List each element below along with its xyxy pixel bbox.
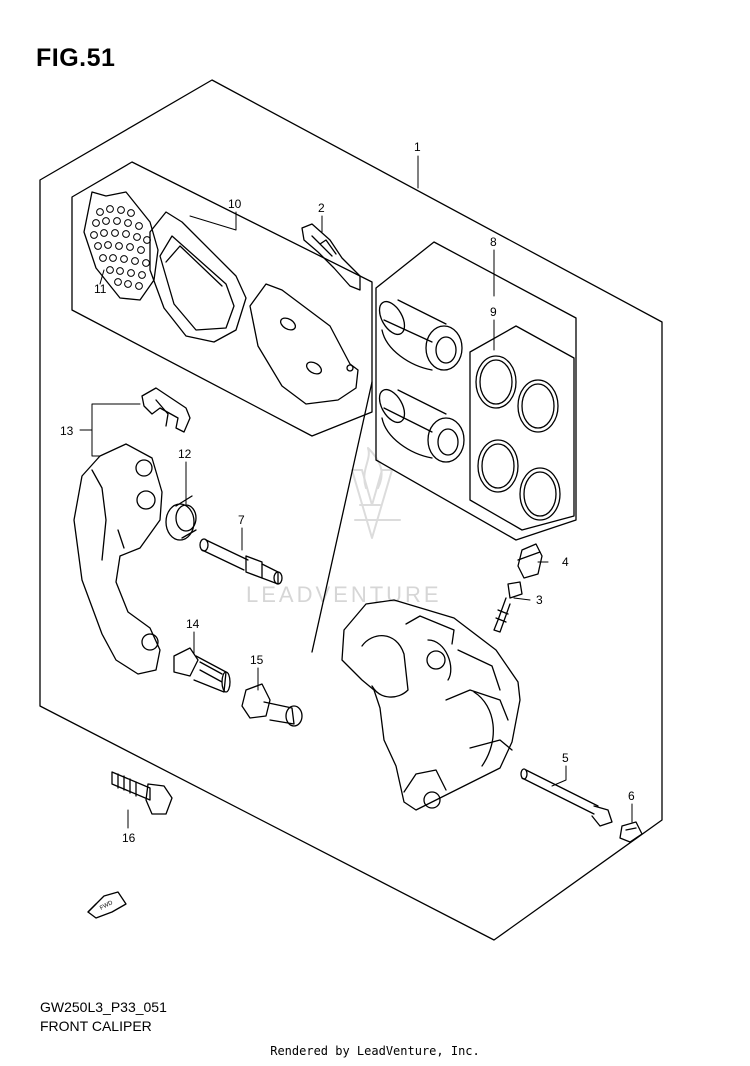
callout-11: 11: [94, 282, 107, 296]
brake-pad-back: [249, 283, 359, 405]
pad-pin: [241, 683, 303, 727]
dust-boot: [165, 495, 197, 541]
callout-7: 7: [238, 513, 245, 527]
callout-1: 1: [414, 140, 421, 154]
callout-16: 16: [122, 831, 136, 845]
piston-frame: [375, 241, 577, 541]
callout-3: 3: [536, 593, 543, 607]
callout-13: 13: [60, 424, 74, 438]
bleeder-cap: [517, 543, 543, 579]
slide-pin-long: [520, 768, 613, 827]
fwd-arrow-icon: FWD: [87, 891, 127, 919]
piston-lower: [378, 388, 465, 463]
figure-caption: FRONT CALIPER: [40, 1018, 152, 1034]
pin-plug: [173, 647, 231, 693]
callout-14: 14: [186, 617, 200, 631]
leader-lines: [79, 155, 633, 829]
figure-code: GW250L3_P33_051: [40, 999, 167, 1015]
rendered-by-footer: Rendered by LeadVenture, Inc.: [270, 1044, 480, 1058]
mounting-bolt: [111, 771, 173, 815]
callout-8: 8: [490, 235, 497, 249]
piston-upper: [378, 299, 463, 371]
callout-labels: 1 2 3 4 5 6 7 8 9 10 11 12 13 14 15 16: [60, 140, 635, 845]
callout-2: 2: [318, 201, 325, 215]
retainer-clip: [141, 387, 191, 433]
callout-9: 9: [490, 305, 497, 319]
pad-set-frame: [71, 161, 373, 437]
pad-shim: [83, 191, 159, 301]
figure-title: FIG.51: [36, 44, 116, 72]
pad-spring: [301, 223, 361, 291]
callout-10: 10: [228, 197, 242, 211]
caliper-body: [341, 599, 521, 811]
watermark-text: LEADVENTURE: [246, 582, 442, 607]
bleeder-valve: [493, 581, 523, 633]
callout-5: 5: [562, 751, 569, 765]
leader-caliper: [311, 381, 373, 653]
piston-seals: [475, 355, 561, 521]
slide-pin: [199, 538, 283, 585]
brake-pad-front: [149, 211, 247, 343]
caliper-bracket: [73, 443, 163, 675]
assembly-frame: [39, 79, 663, 941]
retaining-nut: [619, 821, 643, 843]
seal-frame: [469, 325, 575, 531]
callout-12: 12: [178, 447, 192, 461]
callout-15: 15: [250, 653, 264, 667]
watermark-logo: [351, 447, 401, 539]
shim-holes: [90, 205, 151, 290]
callout-4: 4: [562, 555, 569, 569]
callout-6: 6: [628, 789, 635, 803]
